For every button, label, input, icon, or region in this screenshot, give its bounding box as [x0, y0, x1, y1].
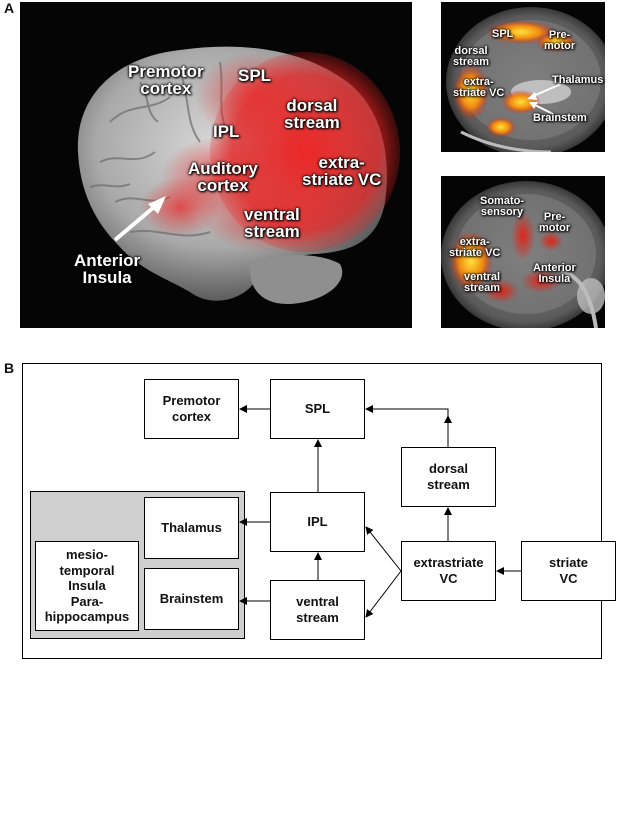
bottom-label-anterior-insula: Anterior Insula	[533, 262, 576, 286]
label-extrastriate-vc: extra- striate VC	[302, 153, 382, 190]
node-thalamus: Thalamus	[144, 497, 239, 559]
bottom-label-premotor: Pre- motor	[539, 211, 571, 235]
label-anterior-insula: Anterior Insula	[74, 251, 141, 288]
bottom-label-ventral-stream: ventral stream	[464, 271, 501, 295]
label-dorsal-stream: dorsal stream	[284, 96, 340, 133]
label-auditory-cortex: Auditory cortex	[188, 159, 258, 196]
sagittal-top-illustration	[446, 7, 605, 152]
label-ventral-stream: ventral stream	[244, 205, 300, 242]
sagittal-bottom-image	[441, 176, 605, 328]
node-mesiotemporal: mesio- temporal Insula Para- hippocampus	[35, 541, 139, 631]
label-ipl: IPL	[213, 122, 240, 141]
bottom-label-somatosensory: Somato- sensory	[480, 195, 524, 219]
node-premotor-cortex: Premotor cortex	[144, 379, 239, 439]
top-label-premotor: Pre- motor	[544, 29, 576, 53]
sagittal-bottom-illustration	[441, 181, 605, 328]
top-label-extrastriate-vc: extra- striate VC	[453, 76, 505, 100]
label-spl: SPL	[238, 66, 272, 85]
node-striate-vc: striate VC	[521, 541, 616, 601]
top-label-dorsal-stream: dorsal stream	[453, 45, 490, 69]
sagittal-top-image	[441, 2, 605, 152]
label-premotor-cortex: Premotor cortex	[128, 62, 204, 99]
panel-b-label: B	[4, 360, 15, 376]
lateral-brain-image	[20, 2, 412, 328]
node-extrastriate-vc: extrastriate VC	[401, 541, 496, 601]
lateral-brain-illustration	[77, 46, 400, 305]
bottom-label-extrastriate-vc: extra- striate VC	[449, 236, 501, 260]
node-ipl: IPL	[270, 492, 365, 552]
node-ventral-stream: ventral stream	[270, 580, 365, 640]
panel-a-label: A	[4, 0, 15, 16]
node-brainstem: Brainstem	[144, 568, 239, 630]
top-label-spl: SPL	[492, 28, 514, 40]
node-dorsal-stream: dorsal stream	[401, 447, 496, 507]
top-label-brainstem: Brainstem	[533, 112, 587, 124]
top-label-thalamus: Thalamus	[552, 74, 604, 86]
node-spl: SPL	[270, 379, 365, 439]
